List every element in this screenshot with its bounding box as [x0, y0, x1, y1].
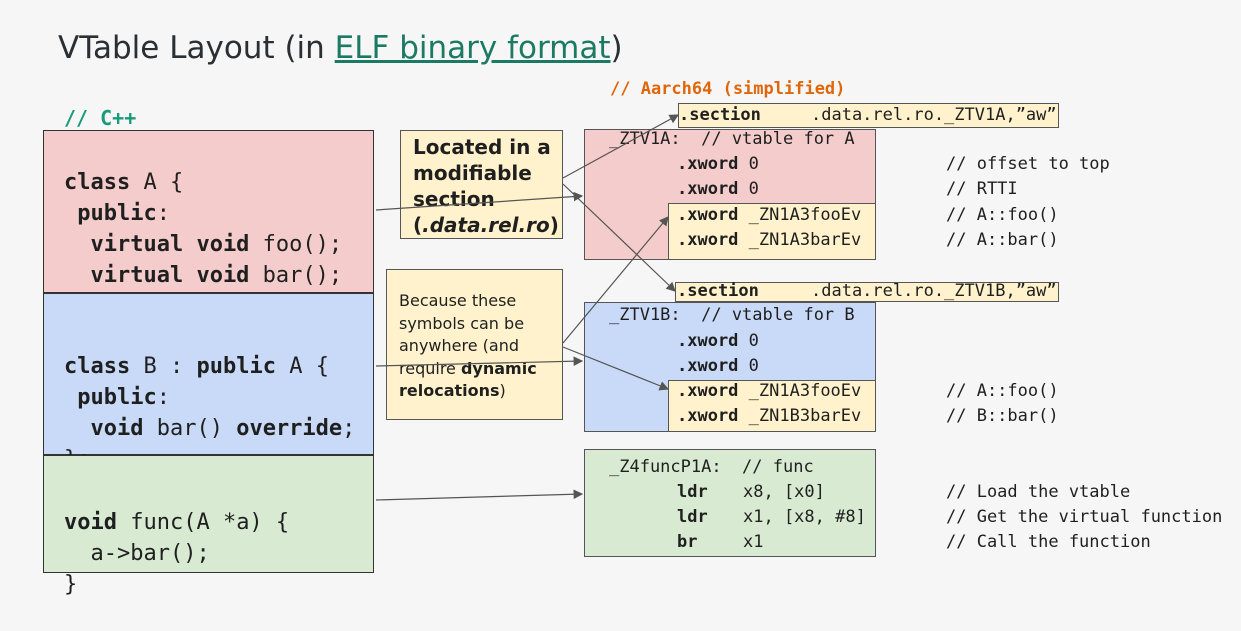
vtable-a-comment: // RTTI	[946, 179, 1018, 199]
class-a-code: class A { public: virtual void foo(); vi…	[43, 130, 374, 319]
code-line: class A {	[64, 170, 184, 195]
vtable-b-row: .xword 0	[677, 331, 759, 351]
code-line: class B : public A {	[64, 354, 329, 379]
arrow-class-b-to-vtable-b	[375, 356, 584, 367]
section-directive-b	[675, 282, 1059, 302]
section-value-b: .data.rel.ro._ZTV1B,”aw”	[811, 281, 1057, 301]
cpp-label: // C++	[64, 106, 137, 130]
arrow-note2-to-vtable-b-ptrs	[562, 346, 670, 391]
code-line: a->bar();	[64, 541, 210, 566]
dynamic-relocations-note: Because these symbols can be anywhere (a…	[386, 269, 563, 420]
vtable-a-comment: // A::foo()	[946, 205, 1059, 225]
elf-format-link[interactable]: ELF binary format	[334, 30, 611, 66]
vtable-a-comment: // A::bar()	[946, 230, 1059, 250]
vtable-b-comment: // A::foo()	[946, 381, 1059, 401]
arrow-class-a-to-vtable-a	[375, 191, 584, 211]
vtable-a-row: .xword _ZN1A3fooEv	[677, 205, 862, 225]
asm-label: // Aarch64 (simplified)	[610, 79, 846, 99]
section-value-a: .data.rel.ro._ZTV1A,”aw”	[811, 105, 1057, 125]
title-prefix: VTable Layout (in	[58, 30, 335, 66]
arrow-note1-to-section-b	[562, 183, 676, 292]
vtable-b-row: .xword _ZN1A3fooEv	[677, 381, 862, 401]
func-asm-row: br	[677, 532, 698, 552]
vtable-b-row: .xword _ZN1B3barEv	[677, 406, 862, 426]
func-asm-operands: x8, [x0]	[743, 482, 825, 502]
func-asm-label: _Z4funcP1A: // func	[609, 457, 814, 477]
vtable-a-comment: // offset to top	[946, 154, 1110, 174]
func-asm-comment: // Get the virtual function	[946, 507, 1223, 527]
section-line-a: .section	[679, 105, 761, 125]
vtable-a-row: .xword _ZN1A3barEv	[677, 230, 862, 250]
code-line: virtual void bar();	[64, 263, 343, 288]
code-line: }	[64, 572, 78, 597]
code-line: void func(A *a) {	[64, 510, 290, 535]
arrow-note2-to-vtable-a-ptrs	[562, 216, 669, 344]
func-asm-block	[584, 449, 876, 557]
modifiable-section-note: Located in a modifiable section (.data.r…	[400, 130, 563, 239]
func-asm-row: ldr	[677, 507, 708, 527]
func-code: void func(A *a) { a->bar();}	[43, 455, 374, 597]
code-line: public:	[64, 201, 170, 226]
func-asm-operands: x1, [x8, #8]	[743, 507, 866, 527]
section-line-b: .section	[677, 281, 759, 301]
arrow-note1-to-section-a	[562, 114, 680, 179]
vtable-a-function-pointers	[668, 203, 876, 260]
func-asm-comment: // Call the function	[946, 532, 1151, 552]
vtable-b-label: _ZTV1B: // vtable for B	[609, 305, 855, 325]
func-asm-comment: // Load the vtable	[946, 482, 1131, 502]
vtable-b-row: .xword 0	[677, 356, 759, 376]
code-line: void bar() override;	[64, 416, 356, 441]
func-asm-operands: x1	[743, 532, 764, 552]
code-line: virtual void foo();	[64, 232, 343, 257]
code-line: public:	[64, 385, 170, 410]
vtable-b-function-pointers	[668, 380, 876, 432]
vtable-a-row: .xword 0	[677, 179, 759, 199]
func-asm-row: ldr	[677, 482, 708, 502]
title-suffix: )	[610, 30, 623, 66]
vtable-a-label: _ZTV1A: // vtable for A	[609, 129, 855, 149]
page-title: VTable Layout (in ELF binary format)	[58, 30, 623, 66]
arrow-func-to-asm	[375, 489, 584, 501]
vtable-a-row: .xword 0	[677, 154, 759, 174]
vtable-b-comment: // B::bar()	[946, 406, 1059, 426]
section-directive-a	[678, 103, 1059, 128]
